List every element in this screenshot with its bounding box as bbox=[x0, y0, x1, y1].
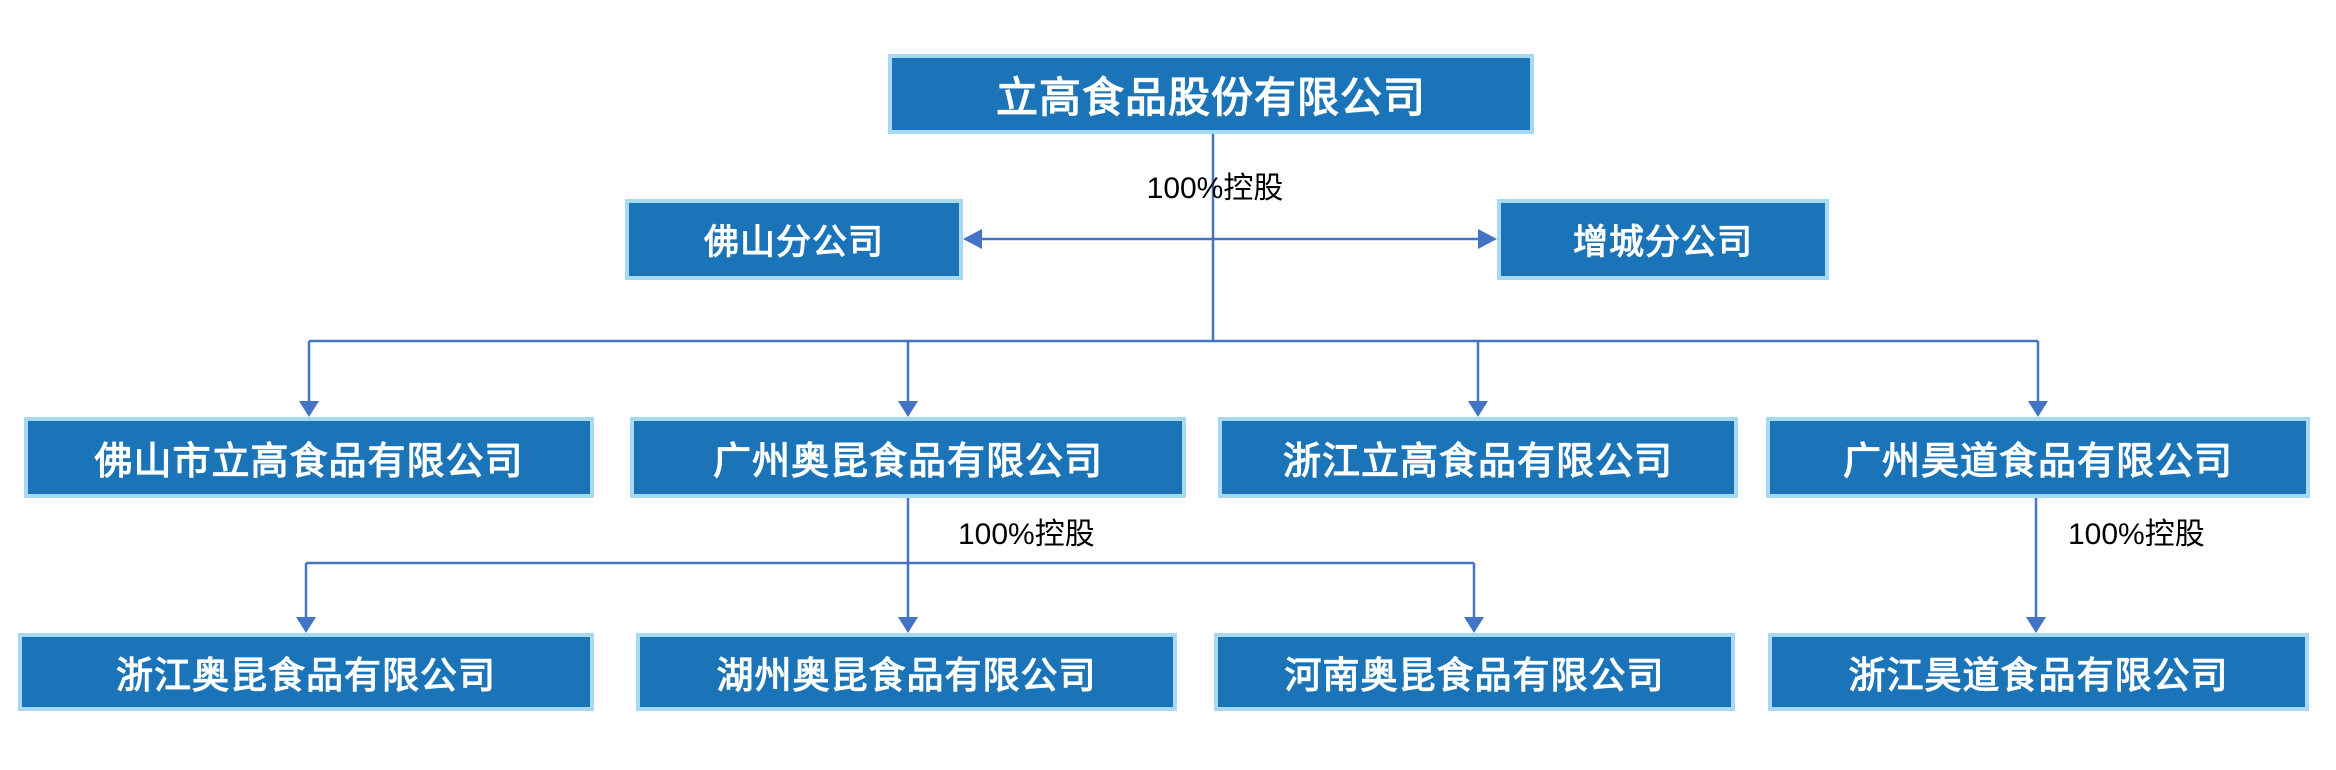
ownership-label-haodao: 100%控股 bbox=[2068, 518, 2205, 551]
org-box-zhejiang-aokun-label: 浙江奥昆食品有限公司 bbox=[116, 655, 496, 696]
org-box-guangzhou-aokun: 广州奥昆食品有限公司 bbox=[630, 417, 1186, 498]
org-box-zengcheng-branch-label: 增城分公司 bbox=[1572, 223, 1753, 262]
org-box-guangzhou-haodao-label: 广州昊道食品有限公司 bbox=[1842, 441, 2233, 483]
connector-aokun-tree bbox=[296, 498, 1484, 633]
org-box-root-label: 立高食品股份有限公司 bbox=[995, 73, 1426, 121]
connector-branch-double-arrow bbox=[963, 229, 1497, 249]
connector-haodao-vertical bbox=[2026, 498, 2046, 633]
org-box-huzhou-aokun: 湖州奥昆食品有限公司 bbox=[636, 633, 1177, 711]
org-box-zhejiang-haodao: 浙江昊道食品有限公司 bbox=[1768, 633, 2309, 711]
ownership-label-aokun: 100%控股 bbox=[958, 518, 1095, 551]
org-box-foshan-ligao-label: 佛山市立高食品有限公司 bbox=[94, 441, 524, 483]
org-box-foshan-branch-label: 佛山分公司 bbox=[703, 223, 884, 262]
org-box-huzhou-aokun-label: 湖州奥昆食品有限公司 bbox=[716, 655, 1097, 696]
connector-subsidiary-tree bbox=[299, 339, 2048, 417]
ownership-label-root: 100%控股 bbox=[1146, 172, 1284, 205]
org-box-zhejiang-haodao-label: 浙江昊道食品有限公司 bbox=[1848, 655, 2229, 696]
org-box-foshan-branch: 佛山分公司 bbox=[625, 199, 963, 280]
org-box-foshan-ligao: 佛山市立高食品有限公司 bbox=[24, 417, 594, 498]
org-box-root: 立高食品股份有限公司 bbox=[888, 54, 1534, 134]
org-box-henan-aokun: 河南奥昆食品有限公司 bbox=[1214, 633, 1735, 711]
org-box-zhejiang-aokun: 浙江奥昆食品有限公司 bbox=[18, 633, 594, 711]
org-box-zhejiang-ligao: 浙江立高食品有限公司 bbox=[1218, 417, 1738, 498]
org-box-guangzhou-aokun-label: 广州奥昆食品有限公司 bbox=[712, 441, 1103, 483]
org-box-henan-aokun-label: 河南奥昆食品有限公司 bbox=[1284, 655, 1665, 696]
org-box-zengcheng-branch: 增城分公司 bbox=[1497, 199, 1829, 280]
org-box-guangzhou-haodao: 广州昊道食品有限公司 bbox=[1766, 417, 2310, 498]
org-box-zhejiang-ligao-label: 浙江立高食品有限公司 bbox=[1282, 441, 1673, 483]
